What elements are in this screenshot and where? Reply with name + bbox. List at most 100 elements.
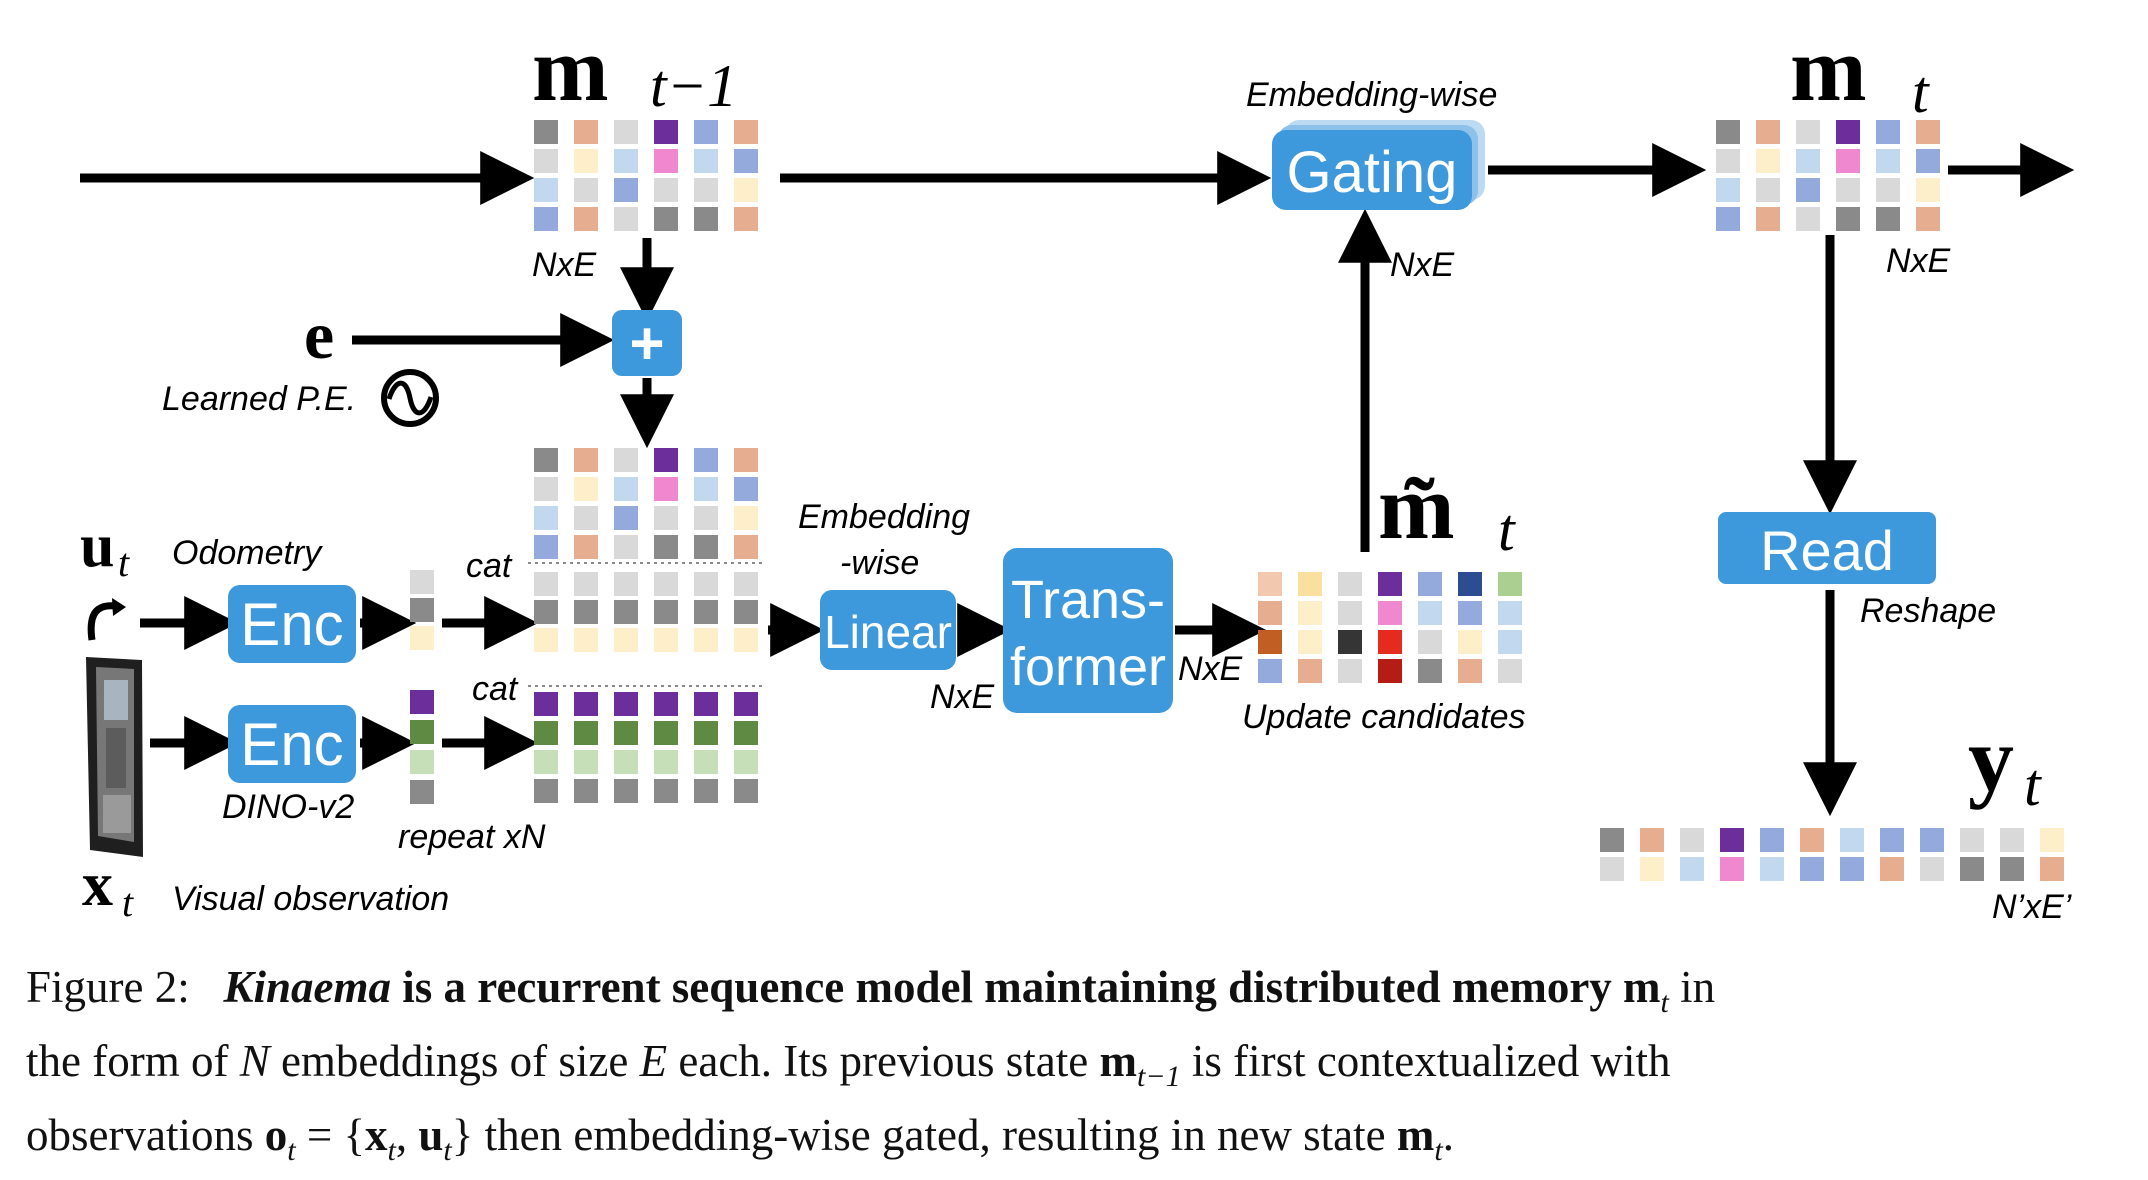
embedding-cell — [694, 535, 718, 559]
embedding-cell — [1720, 828, 1744, 852]
contextualized-memory-block — [534, 448, 758, 559]
arrows — [80, 143, 2075, 817]
odometry-label: Odometry — [172, 534, 323, 572]
embedding-cell — [1338, 659, 1362, 683]
embedding-cell — [654, 721, 678, 745]
embedding-cell — [1960, 857, 1984, 881]
enc-visual-label: Enc — [240, 711, 343, 778]
embedding-cell — [574, 721, 598, 745]
embedding-wise-mid-label-1: Embedding — [798, 498, 970, 536]
caption-line2d: is first contextualized with — [1191, 1036, 1671, 1086]
embedding-cell — [734, 149, 758, 173]
nxe-transformer-label: NxE — [1178, 650, 1243, 688]
embedding-cell — [1920, 857, 1944, 881]
embedding-cell — [534, 448, 558, 472]
embedding-cell — [1716, 178, 1740, 202]
embedding-wise-mid-label-2: -wise — [840, 544, 919, 582]
embedding-cell — [614, 149, 638, 173]
embedding-cell — [1418, 630, 1442, 654]
embedding-cell — [1378, 659, 1402, 683]
embedding-cell — [1756, 207, 1780, 231]
embedding-cell — [574, 448, 598, 472]
embedding-cell — [534, 692, 558, 716]
embedding-cell — [2000, 828, 2024, 852]
embedding-cell — [1298, 630, 1322, 654]
embedding-cell — [614, 721, 638, 745]
embedding-cell — [1258, 630, 1282, 654]
embedding-cell — [1840, 857, 1864, 881]
embedding-cell — [1880, 828, 1904, 852]
odometry-embedding-block — [534, 572, 758, 652]
embedding-cell — [1338, 601, 1362, 625]
embedding-cell — [654, 628, 678, 652]
embedding-cell — [1920, 828, 1944, 852]
embedding-cell — [534, 572, 558, 596]
m-new-symbol: m — [1790, 18, 1867, 120]
u-subscript: t — [118, 540, 130, 585]
u-symbol: u — [80, 512, 114, 580]
n-prime-label: N’xE’ — [1992, 888, 2072, 926]
embedding-cell — [1378, 601, 1402, 625]
embedding-cell — [654, 477, 678, 501]
embedding-cell — [734, 779, 758, 803]
update-candidates-label: Update candidates — [1242, 698, 1526, 736]
embedding-cell — [734, 600, 758, 624]
embedding-cell — [1760, 857, 1784, 881]
gating-label: Gating — [1287, 140, 1458, 205]
embedding-cell — [1298, 659, 1322, 683]
embedding-cell — [1916, 207, 1940, 231]
embedding-cell — [574, 779, 598, 803]
embedding-cell — [534, 506, 558, 530]
embedding-cell — [654, 750, 678, 774]
embedding-cell — [654, 535, 678, 559]
embedding-cell — [1458, 630, 1482, 654]
embedding-cell — [1338, 572, 1362, 596]
embedding-cell — [2000, 857, 2024, 881]
embedding-cell — [1498, 659, 1522, 683]
y-symbol: y — [1968, 708, 2014, 810]
embedding-cell — [734, 120, 758, 144]
embedding-cell — [574, 120, 598, 144]
embedding-cell — [1338, 630, 1362, 654]
embedding-cell — [734, 207, 758, 231]
embedding-cell — [734, 750, 758, 774]
embedding-cell — [1796, 120, 1820, 144]
transformer-block — [1003, 548, 1173, 713]
embedding-cell — [1760, 828, 1784, 852]
linear-label: Linear — [824, 606, 952, 658]
learned-pe-label: Learned P.E. — [162, 380, 356, 418]
embedding-cell — [694, 149, 718, 173]
embedding-cell — [614, 692, 638, 716]
embedding-cell — [534, 779, 558, 803]
read-label: Read — [1760, 519, 1894, 582]
gating-block — [1272, 120, 1485, 210]
embedding-cell — [734, 477, 758, 501]
embedding-cell — [534, 120, 558, 144]
embedding-cell — [1298, 572, 1322, 596]
embedding-cell — [1716, 207, 1740, 231]
transformer-label-2: former — [1010, 637, 1166, 697]
embedding-cell — [1800, 857, 1824, 881]
embedding-cell — [614, 600, 638, 624]
embedding-cell — [654, 692, 678, 716]
kinaema-diagram: m t−1 m t m̃ t y t e u t x t Embedding-w… — [80, 18, 2075, 926]
embedding-cell — [734, 448, 758, 472]
embedding-cell — [574, 572, 598, 596]
embedding-cell — [1756, 120, 1780, 144]
embedding-cell — [1880, 857, 1904, 881]
embedding-cell — [654, 120, 678, 144]
embedding-cell — [614, 779, 638, 803]
embedding-cell — [1840, 828, 1864, 852]
embedding-cell — [654, 448, 678, 472]
m-tilde-subscript: t — [1498, 497, 1516, 563]
x-subscript: t — [122, 880, 134, 925]
caption-line1-end: in — [1680, 962, 1716, 1012]
odometry-icon — [87, 602, 117, 641]
embedding-cell — [1876, 120, 1900, 144]
embedding-cell — [614, 572, 638, 596]
caption-line2c: each. Its previous state — [678, 1036, 1089, 1086]
nxe-new-label: NxE — [1886, 242, 1951, 280]
embedding-cell — [1716, 120, 1740, 144]
odometry-feature-column — [410, 570, 434, 650]
embedding-cell — [694, 506, 718, 530]
